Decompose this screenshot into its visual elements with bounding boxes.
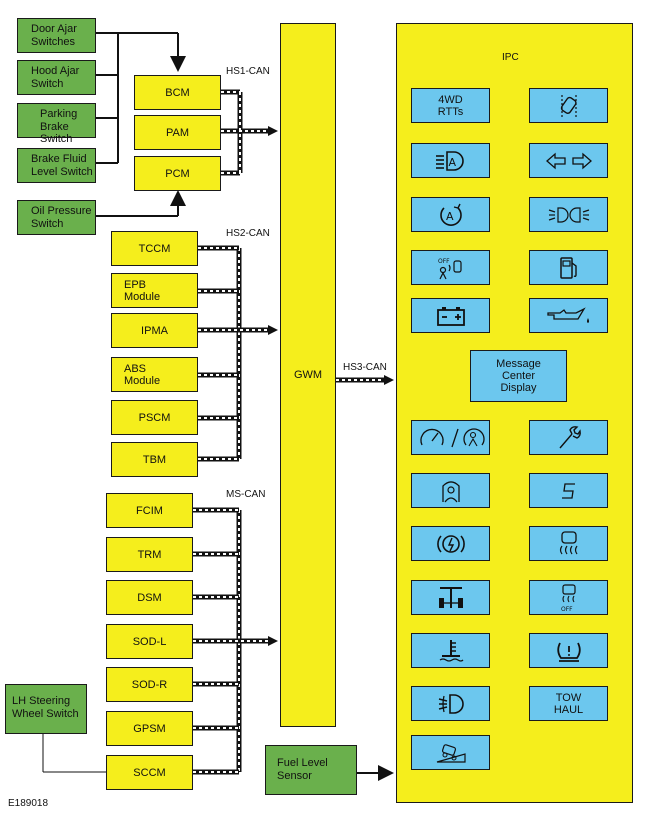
- front-fog-icon: [438, 693, 464, 714]
- fuel-pump-icon: [559, 256, 577, 279]
- airbag-off-icon: OFF: [438, 258, 462, 279]
- trailer-icon: [438, 586, 463, 608]
- front-fog-indicator: [411, 686, 490, 721]
- gwm-module: GWM: [280, 23, 336, 727]
- stability-control-indicator: [529, 526, 608, 561]
- speed-limiter-indicator: [411, 420, 490, 455]
- sod-l-module: SOD-L: [106, 624, 193, 659]
- battery-icon: [436, 306, 465, 326]
- lane-keeping-icon: [560, 94, 577, 117]
- lh-steering-wheel-switch: LH Steering Wheel Switch: [5, 684, 87, 734]
- turn-signal-indicator: [529, 143, 608, 178]
- abs-module: ABS Module: [111, 357, 198, 392]
- gpsm-module: GPSM: [106, 711, 193, 746]
- side-lamps-indicator: [529, 197, 608, 232]
- sccm-module: SCCM: [106, 755, 193, 790]
- driver-assist-icon: [441, 480, 460, 502]
- fuel-pump-indicator: [529, 250, 608, 285]
- fcim-module: FCIM: [106, 493, 193, 528]
- epb-module: EPB Module: [111, 273, 198, 308]
- door-ajar-switches: Door Ajar Switches: [17, 18, 96, 53]
- fuel-level-sensor: Fuel Level Sensor: [265, 745, 357, 795]
- s-mode-indicator: [529, 473, 608, 508]
- stability-control-icon: [559, 530, 577, 554]
- auto-high-beam-indicator: A: [411, 143, 490, 178]
- driver-assist-indicator: [411, 473, 490, 508]
- tire-pressure-indicator: [529, 633, 608, 668]
- trm-module: TRM: [106, 537, 193, 572]
- message-center-display: Message Center Display: [470, 350, 567, 402]
- svg-text:OFF: OFF: [561, 606, 573, 613]
- hood-ajar-switch: Hood Ajar Switch: [17, 60, 96, 95]
- trailer-indicator: [411, 580, 490, 615]
- lane-keeping-indicator: [529, 88, 608, 123]
- hs1-can-label: HS1-CAN: [226, 66, 270, 77]
- hs2-can-label: HS2-CAN: [226, 228, 270, 239]
- stability-off-icon: OFF: [561, 583, 576, 613]
- battery-indicator: [411, 298, 490, 333]
- oil-pressure-indicator: [529, 298, 608, 333]
- brake-warning-indicator: [411, 526, 490, 561]
- hill-descent-indicator: [411, 735, 490, 770]
- dsm-module: DSM: [106, 580, 193, 615]
- svg-text:A: A: [446, 210, 454, 223]
- ipma-module: IPMA: [111, 313, 198, 348]
- auto-high-beam-icon: A: [435, 150, 464, 171]
- airbag-off-indicator: OFF: [411, 250, 490, 285]
- turn-signal-icon: [545, 152, 592, 169]
- svg-text:A: A: [448, 156, 456, 169]
- auto-start-stop-indicator: A: [411, 197, 490, 232]
- hill-descent-icon: [436, 743, 466, 763]
- wrench-indicator: [529, 420, 608, 455]
- tccm-module: TCCM: [111, 231, 198, 266]
- tow-haul-indicator: TOW HAUL: [529, 686, 608, 721]
- oil-pressure-switch: Oil Pressure Switch: [17, 200, 96, 235]
- pam-module: PAM: [134, 115, 221, 150]
- tbm-module: TBM: [111, 442, 198, 477]
- brake-fluid-level-switch: Brake Fluid Level Switch: [17, 148, 96, 183]
- s-mode-icon: [561, 482, 575, 499]
- ms-can-label: MS-CAN: [226, 489, 266, 500]
- hs3-can-label: HS3-CAN: [343, 362, 387, 373]
- parking-brake-switch: Parking Brake Switch: [17, 103, 96, 145]
- brake-warning-icon: [436, 534, 465, 553]
- figure-id: E189018: [8, 798, 49, 809]
- side-lamps-icon: [548, 206, 589, 223]
- wrench-icon: [558, 425, 581, 448]
- auto-start-stop-icon: A: [439, 203, 462, 226]
- ipc-title: IPC: [502, 52, 519, 63]
- pscm-module: PSCM: [111, 400, 198, 435]
- svg-text:OFF: OFF: [438, 258, 450, 265]
- coolant-temp-indicator: [411, 633, 490, 668]
- sod-r-module: SOD-R: [106, 667, 193, 702]
- speed-limiter-icon: [419, 427, 485, 447]
- stability-off-indicator: OFF: [529, 580, 608, 615]
- 4wd-rtts-indicator: 4WD RTTs: [411, 88, 490, 123]
- pcm-module: PCM: [134, 156, 221, 191]
- coolant-temp-icon: [439, 639, 463, 662]
- bcm-module: BCM: [134, 75, 221, 110]
- tire-pressure-icon: [556, 642, 581, 662]
- oil-pressure-icon: [546, 306, 589, 323]
